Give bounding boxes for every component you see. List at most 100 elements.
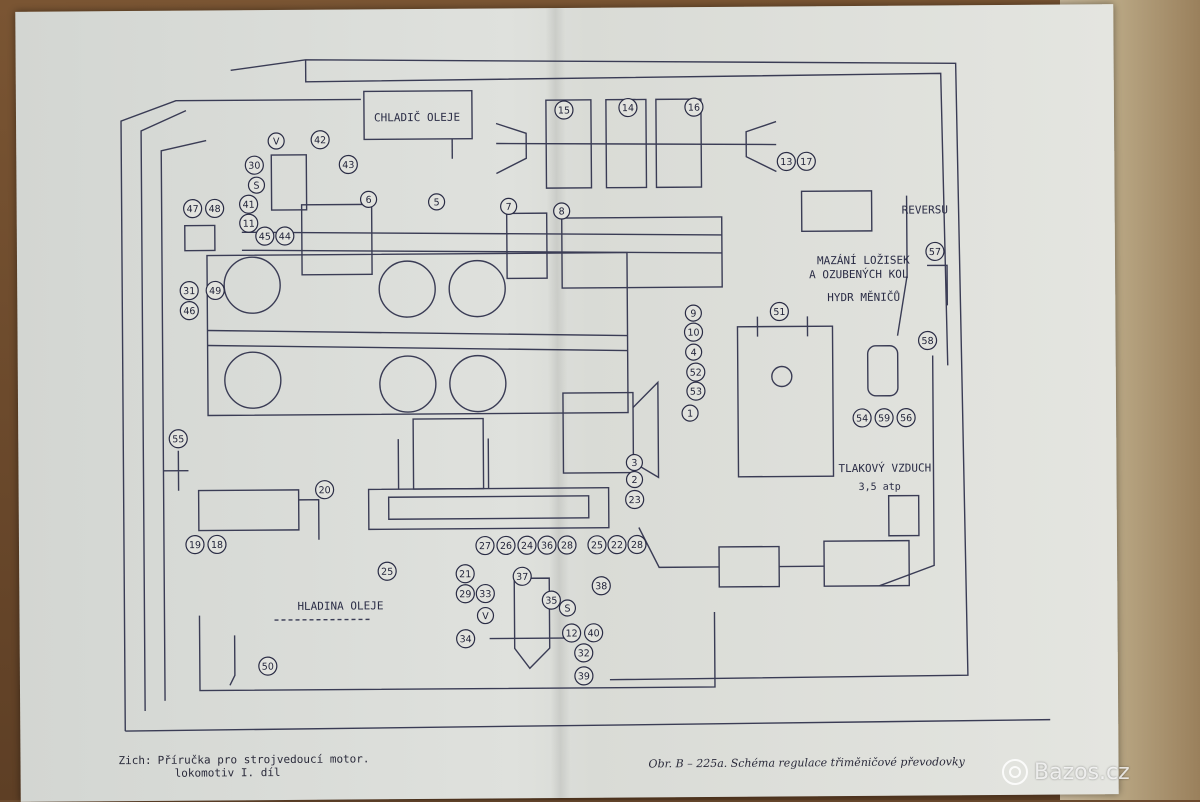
callout-c27: 27 — [475, 535, 495, 556]
callout-number: 21 — [459, 569, 471, 580]
source-reference: Zich: Příručka pro strojvedoucí motor. l… — [118, 752, 418, 780]
callout-cV2: V — [476, 606, 495, 625]
callout-c28a: 28 — [557, 535, 577, 555]
source-label: Zich: — [118, 753, 152, 768]
oil-sump — [198, 611, 716, 692]
callout-circle — [925, 241, 945, 262]
callout-number: 2 — [631, 475, 637, 486]
callout-circle — [852, 408, 872, 428]
callout-c2: 2 — [625, 470, 644, 489]
callout-number: 22 — [611, 540, 623, 551]
callout-cV1: V — [267, 132, 285, 150]
callout-circle — [255, 226, 275, 246]
callout-number: 16 — [688, 103, 700, 114]
callout-number: 25 — [591, 540, 603, 551]
pipe-outer-top — [230, 59, 969, 681]
callout-number: 48 — [209, 204, 221, 215]
callout-c56: 56 — [896, 408, 916, 428]
callout-circle — [185, 535, 205, 555]
callout-circle — [205, 280, 225, 301]
callout-c58: 58 — [917, 330, 938, 351]
callout-circle — [587, 535, 607, 555]
callout-number: 53 — [690, 387, 702, 398]
pipe-outer-top-2 — [304, 59, 949, 366]
callout-circle — [168, 429, 188, 449]
main-shaft — [241, 231, 722, 236]
callout-number: 25 — [381, 567, 393, 578]
callout-number: 36 — [541, 541, 553, 552]
callout-circle — [456, 629, 476, 649]
callout-circle — [562, 623, 582, 643]
callout-c45: 45 — [255, 226, 275, 246]
callout-c19: 19 — [185, 535, 205, 555]
callout-circle — [455, 564, 475, 584]
callout-circle — [627, 534, 647, 555]
callout-c8: 8 — [553, 202, 571, 220]
callout-circle — [267, 132, 285, 150]
callout-c14: 14 — [618, 97, 638, 118]
callout-c12: 12 — [562, 623, 582, 643]
callout-cS2: S — [558, 599, 577, 617]
callout-c36: 36 — [537, 535, 557, 555]
watermark-text: Bazos.cz — [1034, 759, 1130, 785]
callout-number: 7 — [506, 202, 512, 213]
callout-circle — [512, 566, 532, 586]
callout-c24: 24 — [517, 535, 537, 555]
callout-circle — [685, 343, 703, 361]
callout-circle — [686, 362, 706, 382]
callout-number: V — [482, 611, 489, 622]
callout-number: 28 — [631, 540, 643, 551]
callout-c49: 49 — [205, 280, 225, 301]
callout-number: 51 — [773, 307, 785, 318]
callout-circle — [684, 304, 702, 322]
callout-number: 52 — [690, 368, 702, 379]
callout-circle — [796, 151, 816, 171]
callout-circle — [239, 213, 259, 233]
at-sign-icon — [1002, 759, 1028, 785]
callout-number: 41 — [243, 200, 255, 211]
callout-number: S — [564, 603, 570, 614]
callout-c22: 22 — [607, 535, 627, 555]
callout-number: 38 — [595, 581, 607, 592]
callout-number: 19 — [189, 540, 201, 551]
callout-number: 12 — [566, 628, 578, 639]
callout-number: 26 — [500, 541, 512, 552]
callout-number: 33 — [479, 589, 491, 600]
callout-number: 42 — [314, 135, 326, 146]
callout-c35: 35 — [541, 590, 561, 610]
callout-number: 1 — [687, 409, 693, 420]
callout-number: 13 — [780, 157, 792, 168]
callout-number: 35 — [545, 596, 557, 607]
label-reverse: REVERSU — [902, 203, 948, 216]
callout-circle — [427, 193, 446, 211]
callout-circle — [553, 202, 571, 220]
callout-c1: 1 — [681, 404, 699, 422]
callout-circle — [558, 599, 577, 617]
callout-circle — [574, 643, 594, 663]
callout-circle — [683, 322, 704, 342]
callout-number: 37 — [516, 572, 528, 583]
callout-number: 57 — [929, 247, 941, 258]
callout-circle — [455, 584, 475, 604]
callout-c38: 38 — [591, 576, 611, 596]
callout-circle — [207, 534, 227, 555]
callout-c15: 15 — [554, 100, 574, 120]
label-converter: HYDR MĚNIČŮ — [827, 291, 900, 305]
callout-circle — [517, 535, 537, 555]
callout-number: 46 — [183, 306, 195, 317]
figure-caption: Obr. B – 225a. Schéma regulace třiměničo… — [648, 755, 965, 771]
callout-c44: 44 — [275, 226, 295, 246]
callout-c43: 43 — [338, 154, 358, 175]
callout-number: 9 — [690, 309, 696, 320]
pipe-outer-left — [120, 98, 361, 732]
callout-c28b: 28 — [627, 534, 647, 555]
callout-circle — [475, 583, 495, 604]
callout-number: 20 — [319, 485, 331, 496]
callout-c5: 5 — [427, 193, 446, 211]
callout-number: 30 — [248, 161, 260, 172]
callout-circle — [496, 535, 516, 556]
callout-number: S — [253, 181, 259, 192]
callout-c23: 23 — [625, 489, 645, 510]
callout-number: 10 — [687, 328, 699, 339]
callout-c20: 20 — [314, 480, 335, 500]
